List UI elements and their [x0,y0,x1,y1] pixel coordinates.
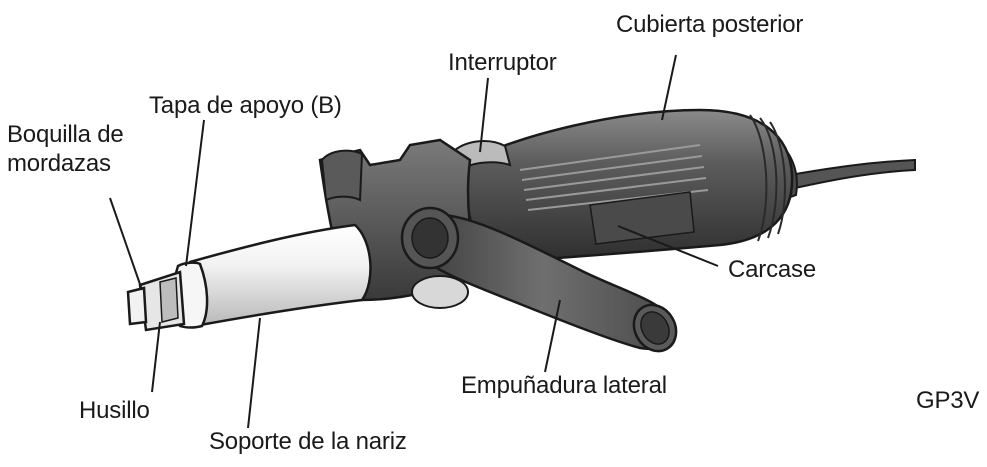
power-cord [788,158,916,190]
label-cubierta-posterior: Cubierta posterior [616,11,804,38]
leader-lines [109,54,719,429]
label-tapa-de-apoyo: Tapa de apoyo (B) [149,92,342,119]
bracket-ear [320,149,364,202]
lower-collar [411,275,469,309]
label-boquilla-de-mordazas: Boquilla de mordazas [7,120,124,178]
leader-tapa [185,119,205,267]
leader-cubierta [661,54,677,121]
leader-interruptor [479,77,489,153]
label-soporte-de-la-nariz: Soporte de la nariz [209,428,407,455]
label-empunadura-lateral: Empuñadura lateral [461,372,667,399]
spindle-tip [126,286,148,326]
nose-support [184,223,372,327]
label-husillo: Husillo [79,397,150,424]
carcase-panel [589,191,695,245]
leader-empunadura [544,299,561,373]
label-interruptor: Interruptor [448,49,557,76]
chuck-flat [159,277,179,323]
leader-boquilla [109,197,143,291]
label-carcase: Carcase [728,256,816,283]
label-boquilla-line2: mordazas [7,150,111,177]
model-label: GP3V [916,387,980,414]
leader-soporte [247,317,261,429]
label-boquilla-line1: Boquilla de [7,121,124,148]
leader-husillo [151,321,161,393]
leader-carcase [617,225,719,267]
rear-cover-ribs [749,114,786,242]
